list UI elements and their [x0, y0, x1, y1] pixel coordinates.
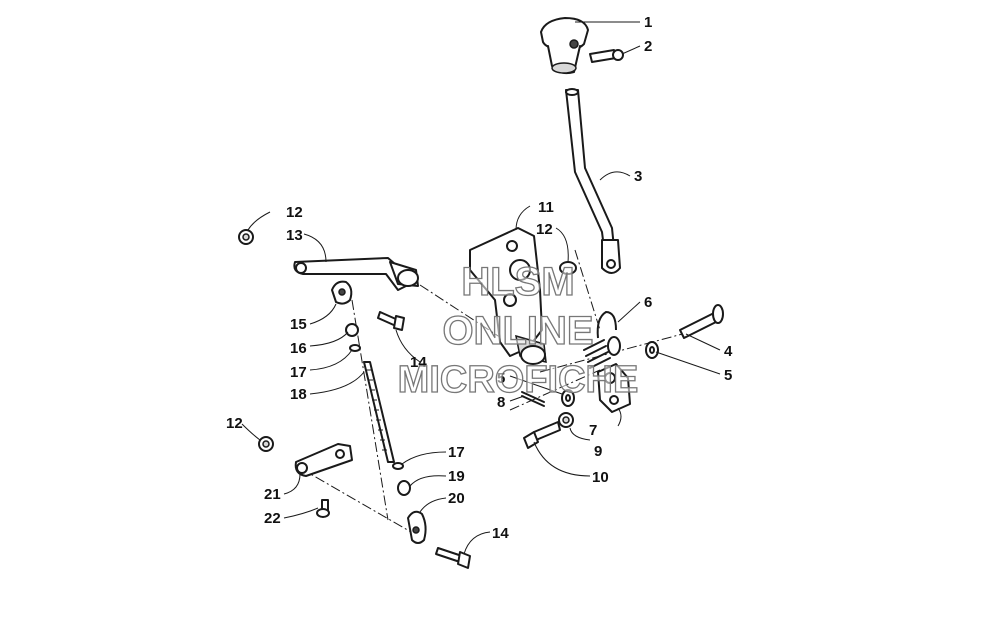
knob-set-screw [589, 49, 624, 63]
lower-arm [294, 443, 353, 477]
upper-bolt-14 [377, 311, 405, 331]
upper-nut-16 [345, 323, 359, 337]
callout-12-lower: 12 [226, 415, 243, 432]
callout-14-lower: 14 [492, 525, 509, 542]
shift-knob [540, 17, 589, 75]
upper-nut [238, 229, 254, 245]
hex-bolt-10 [523, 421, 561, 449]
callout-5-left: 5 [497, 370, 505, 387]
pivot-bolt [679, 304, 724, 339]
callout-17-lower: 17 [448, 444, 465, 461]
washer-left [561, 389, 575, 407]
watermark-line-2: ONLINE [442, 309, 593, 353]
upper-washer-17 [349, 344, 361, 352]
torsion-spring [583, 310, 621, 369]
callout-12-bracket: 12 [536, 221, 553, 238]
callout-10: 10 [592, 469, 609, 486]
callout-6: 6 [644, 294, 652, 311]
callout-13: 13 [286, 227, 303, 244]
watermark: HLSM ONLINE MICROFICHE [397, 259, 639, 401]
callout-14-upper: 14 [410, 354, 427, 371]
threaded-rod [363, 361, 395, 463]
callout-5-right: 5 [724, 367, 732, 384]
callout-9: 9 [594, 443, 602, 460]
upper-shift-lever [293, 257, 419, 291]
callout-leaders [241, 21, 721, 555]
lower-bolt-14 [435, 547, 471, 569]
cotter-pin [521, 391, 545, 407]
callout-22: 22 [264, 510, 281, 527]
watermark-line-1: HLSM [461, 260, 574, 304]
callout-17-upper: 17 [290, 364, 307, 381]
callout-2: 2 [644, 38, 652, 55]
shift-arm [597, 363, 631, 413]
lower-nut-19 [397, 480, 411, 496]
callout-7: 7 [589, 422, 597, 439]
mounting-bracket [469, 227, 577, 365]
callout-20: 20 [448, 490, 465, 507]
callout-19: 19 [448, 468, 465, 485]
callout-11: 11 [538, 199, 554, 216]
lower-bolt-22 [316, 499, 330, 518]
callout-3: 3 [634, 168, 642, 185]
upper-ball-joint [331, 280, 353, 305]
lock-nut [558, 412, 574, 428]
callout-15: 15 [290, 316, 307, 333]
watermark-line-3: MICROFICHE [398, 359, 639, 401]
callout-4: 4 [724, 343, 733, 360]
lower-washer-17 [392, 462, 404, 470]
callout-21: 21 [264, 486, 281, 503]
shift-lever [565, 88, 621, 274]
lower-nut-12 [258, 436, 274, 452]
callout-1: 1 [644, 14, 652, 31]
callout-16: 16 [290, 340, 307, 357]
callout-12-upper: 12 [286, 204, 303, 221]
callout-labels: 1 2 3 4 5 5 6 7 8 9 10 11 12 12 12 13 14… [226, 14, 733, 542]
callout-8: 8 [497, 394, 505, 411]
callout-18: 18 [290, 386, 307, 403]
washer-right [645, 341, 659, 359]
lower-ball-joint [407, 510, 427, 544]
